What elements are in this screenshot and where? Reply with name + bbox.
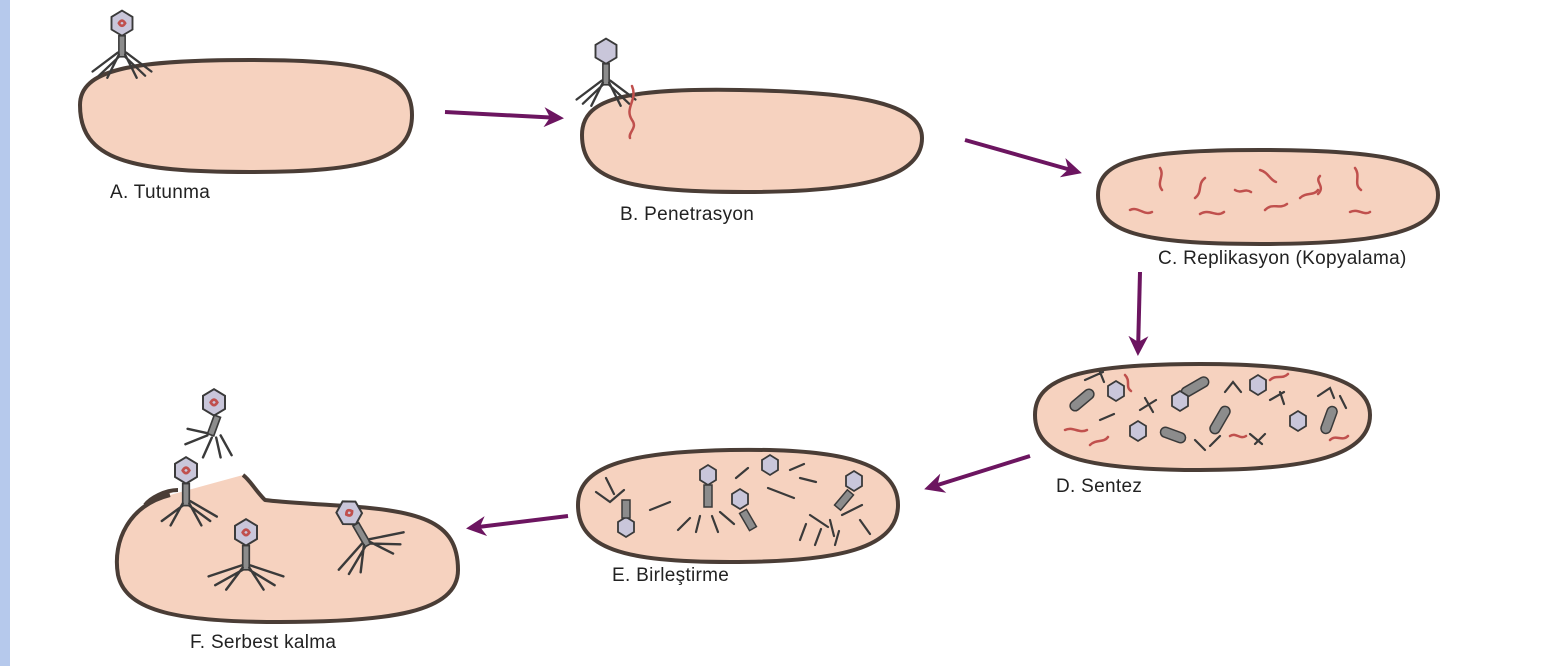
- bacteriophage-icon: [185, 389, 231, 457]
- bacterium-cell-icon: [582, 90, 922, 192]
- arrow-icon-d-to-e: [928, 456, 1030, 488]
- arrow-icon-b-to-c: [965, 140, 1078, 172]
- stage-a-attachment: [80, 11, 412, 172]
- stage-f-release: [117, 389, 458, 622]
- stage-label-b: B. Penetrasyon: [620, 204, 754, 226]
- arrow-icon-a-to-b: [445, 112, 560, 118]
- stage-label-c: C. Replikasyon (Kopyalama): [1158, 248, 1407, 270]
- bacterium-cell-icon: [80, 60, 412, 172]
- arrow-icon-c-to-d: [1138, 272, 1140, 352]
- stage-label-a: A. Tutunma: [110, 182, 210, 204]
- stage-e-assembly: [578, 450, 898, 562]
- stage-label-f: F. Serbest kalma: [190, 632, 336, 654]
- stage-label-e: E. Birleştirme: [612, 565, 729, 587]
- stage-d-synthesis: [1035, 364, 1370, 470]
- stage-c-replication: [1098, 150, 1438, 244]
- arrow-icon-e-to-f: [470, 516, 568, 528]
- bacterium-cell-icon: [1098, 150, 1438, 244]
- lysed-bacterium-cell-icon: [117, 475, 458, 622]
- stage-label-d: D. Sentez: [1056, 476, 1142, 498]
- stage-b-penetration: [577, 39, 922, 192]
